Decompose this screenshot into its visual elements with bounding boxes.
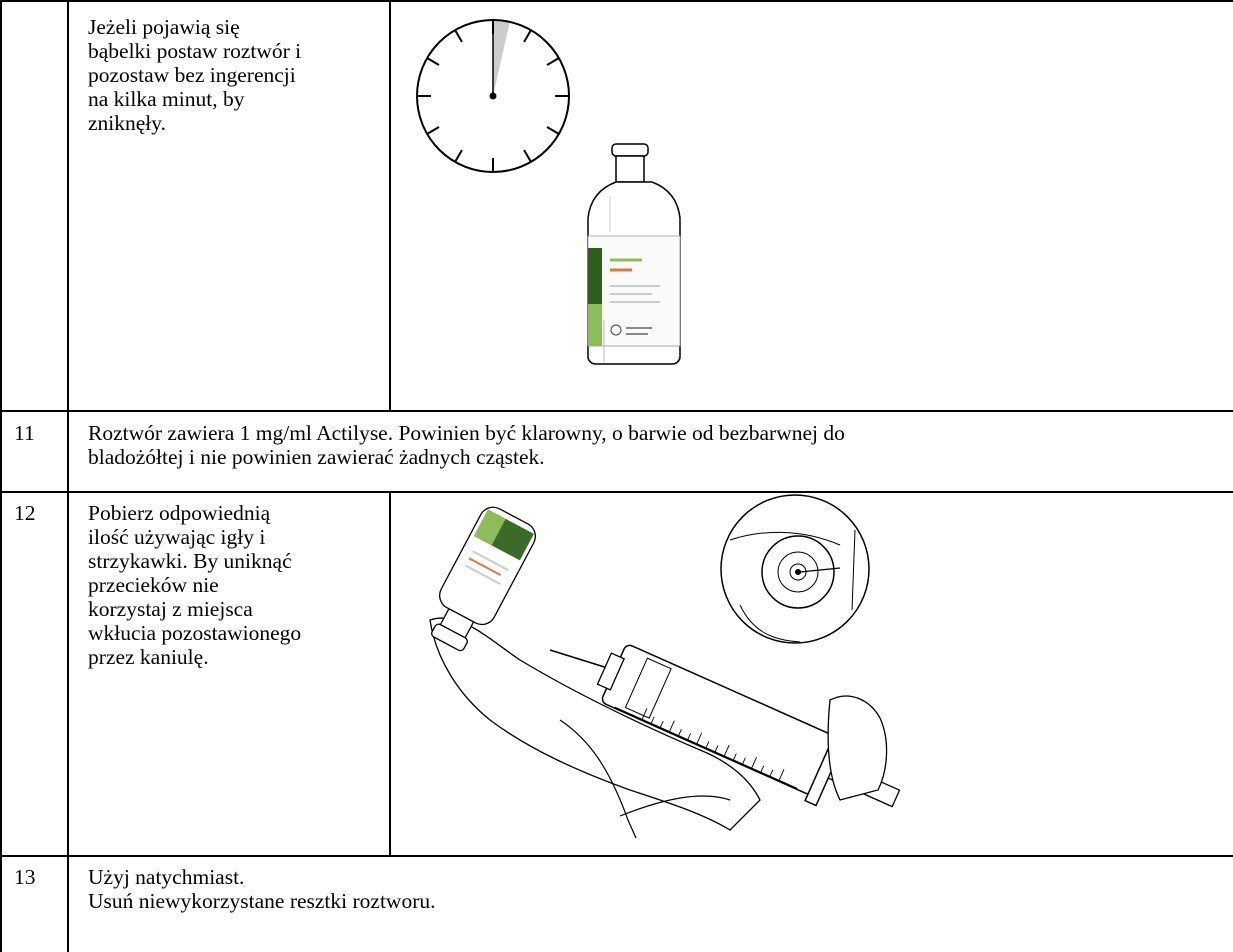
table-border-top	[0, 0, 1233, 2]
row-divider-3	[0, 855, 1233, 857]
inverted-vial	[431, 506, 537, 652]
step-text-line: Usuń niewykorzystane resztki roztworu.	[88, 889, 436, 913]
step-text-line: Roztwór zawiera 1 mg/ml Actilyse. Powini…	[88, 421, 845, 445]
syringe-illustration	[429, 494, 901, 839]
row-divider-2	[0, 491, 1233, 493]
column-divider	[67, 0, 69, 952]
step-text-line: bąbelki postaw roztwór i	[88, 39, 302, 63]
step-text-line: na kilka minut, by	[88, 87, 245, 111]
hand-outline	[429, 617, 761, 831]
clock-elapsed-wedge	[493, 20, 510, 96]
step-text-line: wkłucia pozostawionego	[88, 621, 302, 645]
vial-cap	[611, 143, 649, 157]
second-hand	[827, 695, 888, 801]
image-column-divider-row3	[389, 492, 391, 856]
step-number: 13	[14, 865, 36, 889]
step-text-line: Użyj natychmiast.	[88, 865, 245, 889]
step-text-line: zniknęły.	[88, 111, 167, 135]
manufacturer-logo	[610, 324, 622, 336]
step-number: 12	[14, 501, 36, 525]
step-number: 11	[14, 421, 35, 445]
step-text-line: bladożółtej i nie powinien zawierać żadn…	[88, 445, 545, 469]
step-text-line: ilość używając igły i	[88, 525, 266, 549]
step-text-line: Jeżeli pojawią się	[88, 15, 240, 39]
row-divider-1	[0, 410, 1233, 412]
step-text-line: przez kaniulę.	[88, 645, 209, 669]
image-column-divider-row1	[389, 0, 391, 412]
table-border-left	[0, 0, 2, 952]
needle	[549, 649, 615, 671]
vial-illustration	[587, 143, 681, 365]
step-text-line: strzykawki. By uniknąć	[88, 549, 292, 573]
clock-illustration	[416, 19, 570, 173]
step-text-line: korzystaj z miejsca	[88, 597, 253, 621]
vial-neck	[615, 155, 645, 183]
clock-ticks	[417, 20, 569, 172]
step-text-line: przecieków nie	[88, 573, 219, 597]
vial-label-dark-band	[588, 248, 602, 304]
step-text-line: pozostaw bez ingerencji	[88, 63, 296, 87]
clock-center-dot	[489, 92, 497, 100]
vial-label-light-band	[588, 304, 602, 346]
step-text-line: Pobierz odpowiednią	[88, 501, 271, 525]
